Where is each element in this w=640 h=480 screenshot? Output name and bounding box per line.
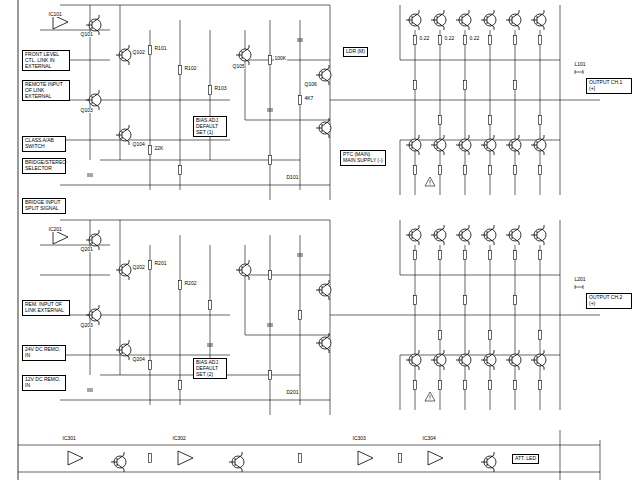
part-designator: 0.22 — [469, 36, 480, 41]
part-designator: 0.22 — [444, 36, 455, 41]
part-designator: R101 — [154, 46, 167, 51]
box-text: BRIDGE INPUT SPLIT SIGNAL — [25, 200, 63, 212]
part-designator: Q202 — [132, 265, 145, 270]
part-designator: D201 — [286, 390, 299, 395]
part-designator: Q105 — [232, 64, 245, 69]
part-designator: IC304 — [422, 436, 436, 441]
part-designator: Q104 — [132, 142, 145, 147]
box-text: CLASS A/AB SWITCH — [25, 138, 63, 150]
label-box: ATT. LED — [512, 454, 539, 464]
part-designator: L101 — [574, 62, 586, 67]
part-designator: Q203 — [80, 323, 93, 328]
label-box: CLASS A/AB SWITCH — [22, 136, 66, 152]
box-text: 12V DC REMO. IN — [25, 377, 63, 389]
part-designator: D101 — [286, 175, 299, 180]
opamp-symbol — [68, 451, 83, 465]
transistor-symbol — [111, 452, 126, 472]
part-designator: Q201 — [80, 247, 93, 252]
part-designator: Q101 — [80, 32, 93, 37]
box-text: BIAS ADJ. DEFAULT SET (1) — [196, 118, 224, 135]
label-box: REMOTE INPUT OF LINK EXTERNAL — [22, 80, 70, 101]
part-designator: 22K — [154, 146, 164, 151]
part-designator: 4K7 — [304, 96, 314, 101]
part-designator: L201 — [574, 277, 586, 282]
label-box: REM. INPUT OF LINK EXTERNAL — [22, 300, 70, 316]
ground-bus — [18, 0, 19, 480]
box-text: LDR (M) — [346, 49, 365, 55]
label-box: PTC (MAIN)MAIN SUPPLY (-) — [340, 150, 386, 166]
part-designator: IC303 — [352, 436, 366, 441]
box-text: MAIN SUPPLY (-) — [343, 158, 383, 164]
label-box: OUTPUT CH.1 (+) — [586, 78, 632, 94]
label-box: FRONT LEVEL CTL. LINK IN EXTERNAL — [22, 50, 70, 71]
resistor-symbol — [399, 454, 402, 463]
label-box: BIAS ADJ. DEFAULT SET (1) — [193, 116, 227, 137]
part-designator: Q106 — [304, 82, 317, 87]
label-box: BRIDGE/STEREO SELECTOR — [22, 158, 66, 174]
label-box: BIAS ADJ. DEFAULT SET (2) — [193, 358, 227, 379]
label-box: OUTPUT CH.2 (+) — [586, 293, 632, 309]
opamp-symbol — [358, 451, 373, 465]
part-designator: IC201 — [48, 227, 62, 232]
box-text: BRIDGE/STEREO SELECTOR — [25, 160, 63, 172]
box-text: FRONT LEVEL CTL. LINK IN EXTERNAL — [25, 52, 67, 69]
transistor-symbol — [481, 452, 496, 472]
resistor-symbol — [299, 454, 302, 463]
part-designator: Q103 — [80, 108, 93, 113]
part-designator: IC302 — [172, 436, 186, 441]
channel-circuit — [40, 5, 600, 200]
part-designator: 100K — [274, 56, 287, 61]
part-designator: R103 — [214, 86, 227, 91]
label-box: 12V DC REMO. IN — [22, 375, 66, 391]
box-text: OUTPUT CH.2 (+) — [589, 295, 629, 307]
part-designator: R102 — [184, 66, 197, 71]
label-box: 24V DC REMO. IN — [22, 345, 66, 361]
channel-circuit — [40, 220, 600, 415]
part-designator: IC101 — [48, 12, 62, 17]
part-designator: Q204 — [132, 357, 145, 362]
label-box: BRIDGE INPUT SPLIT SIGNAL — [22, 198, 66, 214]
opamp-symbol — [178, 451, 193, 465]
box-text: REMOTE INPUT OF LINK EXTERNAL — [25, 82, 67, 99]
box-text: OUTPUT CH.1 (+) — [589, 80, 629, 92]
part-designator: R202 — [184, 281, 197, 286]
part-designator: IC301 — [62, 436, 76, 441]
part-designator: Q102 — [132, 50, 145, 55]
label-box: LDR (M) — [343, 47, 368, 57]
opamp-symbol — [428, 451, 443, 465]
part-designator: 0.22 — [419, 36, 430, 41]
resistor-symbol — [149, 454, 152, 463]
box-text: ATT. LED — [515, 456, 536, 462]
box-text: 24V DC REMO. IN — [25, 347, 63, 359]
box-text: REM. INPUT OF LINK EXTERNAL — [25, 302, 67, 314]
coil-symbol — [575, 70, 583, 289]
box-text: BIAS ADJ. DEFAULT SET (2) — [196, 360, 224, 377]
transistor-symbol — [229, 452, 244, 472]
part-designator: R201 — [154, 261, 167, 266]
wire — [18, 430, 600, 480]
